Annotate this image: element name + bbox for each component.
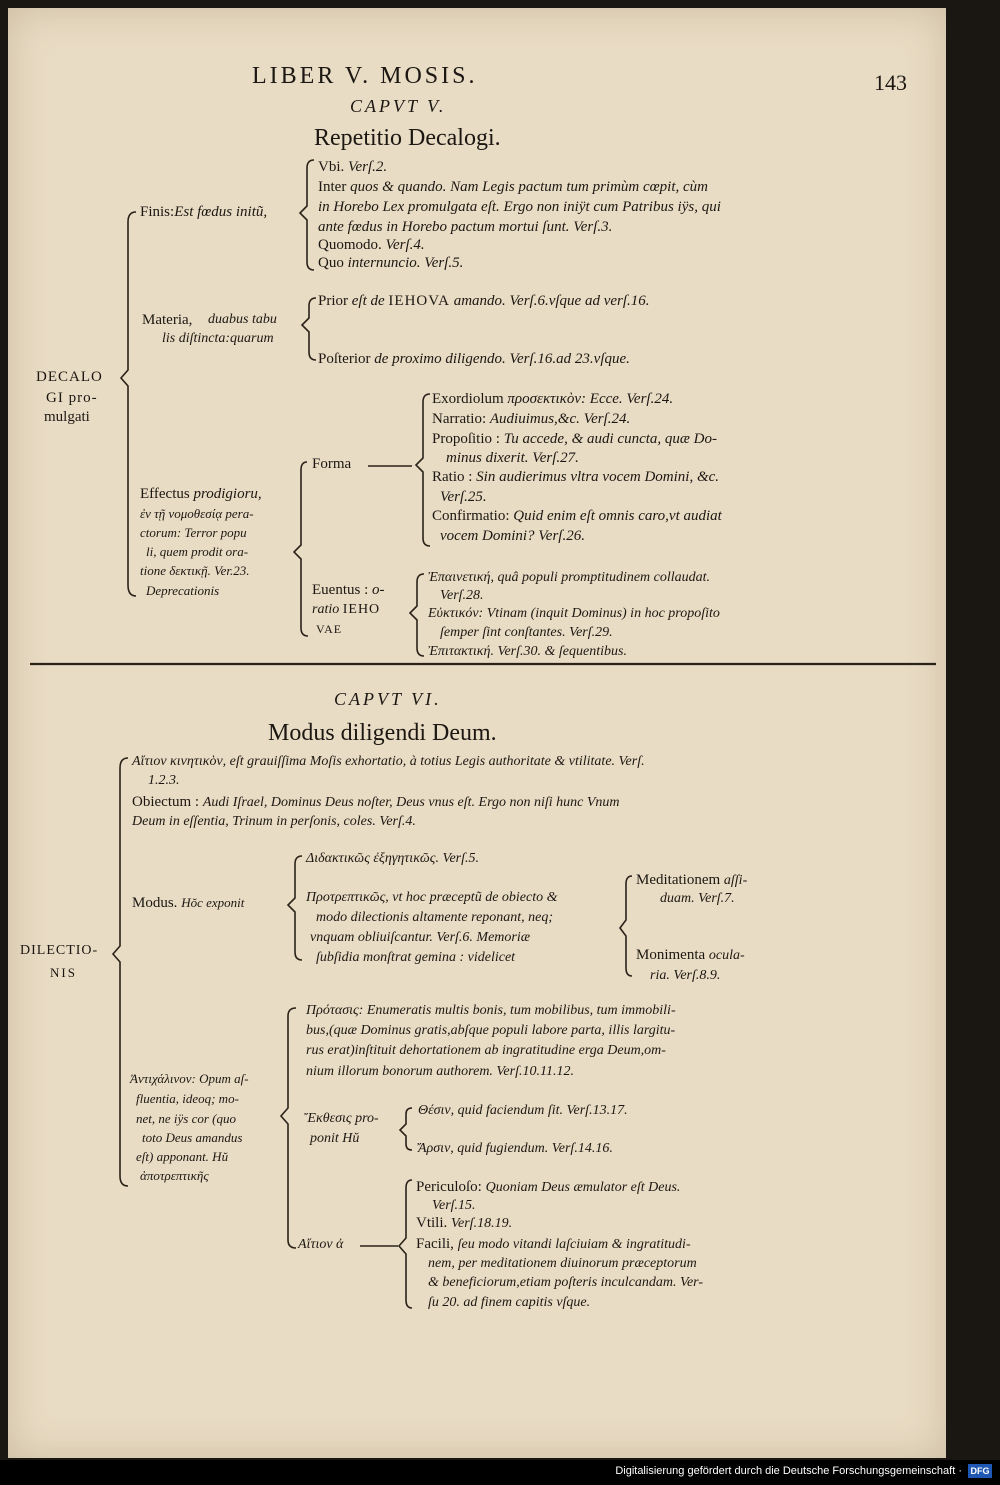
forma-item: vocem Domini? Verſ.26.	[440, 528, 585, 544]
modus-label: Modus. Hŏc exponit	[132, 895, 245, 911]
materia-label: Materia,	[142, 312, 193, 328]
obiectum: Obiectum : Audi Iſrael, Dominus Deus noſ…	[132, 794, 620, 810]
meditatio: Meditationem aſſi-	[636, 872, 748, 888]
root-label-line: DILECTIO-	[20, 943, 99, 958]
aition-item: Facili, ſeu modo vitandi laſciuiam & ing…	[416, 1236, 691, 1252]
finis-item: Inter quos & quando. Nam Legis pactum tu…	[318, 179, 708, 195]
aition-kinetikon: Αἴτιον κινητικὸν, eſt grauiſſima Moſis e…	[132, 754, 645, 769]
euentus-item: Verſ.28.	[440, 588, 484, 603]
root-label-line: DECALO	[36, 369, 103, 385]
chapter-heading: CAPVT V.	[350, 96, 447, 116]
effectus-label: Effectus prodigioru,	[140, 486, 262, 502]
ekthesis-item: Θέσιν, quid faciendum ſit. Verſ.13.17.	[418, 1103, 628, 1118]
modus-item: ſubſidia monſtrat gemina : videlicet	[316, 950, 516, 965]
finis-item: Quomodo. Verſ.4.	[318, 237, 425, 253]
effectus-label: ctorum: Terror popu	[140, 525, 247, 540]
materia-label: lis diſtincta:quarum	[162, 331, 274, 346]
forma-item: Verſ.25.	[440, 489, 487, 505]
modus-item: modo dilectionis altamente reponant, neq…	[316, 910, 554, 925]
monimenta: Monimenta ocula-	[636, 947, 745, 963]
protasis: Πρότασις: Enumeratis multis bonis, tum m…	[306, 1003, 676, 1018]
dfg-logo: DFG	[968, 1464, 992, 1478]
finis-item: Vbi. Verſ.2.	[318, 159, 388, 175]
protasis: bus,(quæ Dominus gratis,abſque populi la…	[306, 1023, 676, 1038]
forma-item: Ratio : Sin audierimus vltra vocem Domin…	[432, 469, 720, 485]
effectus-label: li, quem prodit ora-	[146, 544, 249, 559]
antichalinon-label: eſt) apponant. Hŭ	[136, 1149, 229, 1164]
euentus-item: Ἐπιτακτική. Verſ.30. & ſequentibus.	[428, 644, 627, 659]
meditatio: duam. Verſ.7.	[660, 891, 735, 906]
chapter-heading: CAPVT VI.	[334, 689, 442, 709]
root-label-line: mulgati	[44, 409, 90, 425]
antichalinon-label: Ἀντιχάλινον: Opum aſ-	[130, 1071, 249, 1086]
effectus-label: Deprecationis	[146, 583, 220, 598]
aition-item: Verſ.15.	[432, 1198, 476, 1213]
aition-item: ſu 20. ad finem capitis vſque.	[428, 1295, 591, 1310]
euentus-label: ratio IEHO	[312, 602, 381, 617]
finis-item: in Horebo Lex promulgata eſt. Ergo non i…	[318, 199, 721, 215]
aition-item: nem, per meditationem diuinorum præcepto…	[428, 1256, 697, 1271]
antichalinon-label: fluentia, ideoq; mo-	[136, 1091, 239, 1106]
chapter-title: Repetitio Decalogi.	[314, 125, 501, 151]
euentus-item: Ἐπαινετική, quâ populi promptitudinem co…	[428, 570, 711, 585]
ekthesis-label: ponit Hŭ	[310, 1131, 360, 1146]
materia-posterior: Poſterior de proximo diligendo. Verſ.16.…	[318, 351, 630, 367]
root-label-line: GI pro-	[46, 390, 98, 406]
antichalinon-label: net, ne iÿs cor (quo	[136, 1111, 237, 1126]
forma-item: Narratio: Audiuimus,&c. Verſ.24.	[432, 411, 631, 427]
page-number: 143	[874, 70, 907, 95]
ekthesis-item: Ἄρσιν, quid fugiendum. Verſ.14.16.	[418, 1141, 613, 1156]
aition-item: Vtili. Verſ.18.19.	[416, 1215, 513, 1231]
ekthesis-label: Ἔκθεσις pro-	[304, 1111, 379, 1126]
protasis: nium illorum bonorum authorem. Verſ.10.1…	[306, 1064, 574, 1079]
antichalinon-label: toto Deus amandus	[142, 1130, 243, 1145]
materia-label: duabus tabu	[208, 312, 277, 327]
euentus-label: Euentus : o-	[312, 582, 385, 598]
root-label-line: NIS	[50, 965, 77, 980]
euentus-item: ſemper ſint conſtantes. Verſ.29.	[440, 625, 613, 640]
aition-item: & beneficiorum,etiam poſteris inculcanda…	[428, 1275, 704, 1290]
modus-item: Διδακτικῶς ἐξηγητικῶς. Verſ.5.	[306, 851, 480, 866]
aition-label: Αἴτιον ἀ	[298, 1237, 344, 1252]
aition-item: Periculoſo: Quoniam Deus æmulator eſt De…	[416, 1179, 681, 1195]
modus-item: Προτρεπτικῶς, vt hoc præceptũ de obiecto…	[306, 890, 558, 905]
protasis: rus erat)inſtituit dehortationem ab ingr…	[306, 1043, 666, 1058]
finis-label: Finis:Est fœdus initũ,	[140, 204, 268, 220]
forma-label: Forma	[312, 456, 352, 472]
forma-item: minus dixerit. Verſ.27.	[446, 450, 579, 466]
footer-bar: Digitalisierung gefördert durch die Deut…	[0, 1460, 1000, 1485]
book-page	[8, 8, 946, 1458]
effectus-label: ἐν τῇ νομοθεσίᾳ pera-	[140, 506, 254, 521]
chapter-title: Modus diligendi Deum.	[268, 720, 497, 746]
aition-kinetikon: 1.2.3.	[148, 773, 180, 788]
forma-item: Exordiolum προσεκτικὸν: Ecce. Verſ.24.	[432, 391, 674, 407]
finis-item: Quo internuncio. Verſ.5.	[318, 255, 464, 271]
obiectum: Deum in eſſentia, Trinum in perſonis, co…	[132, 814, 416, 829]
effectus-label: tione δεκτικῇ. Ver.23.	[140, 563, 250, 578]
finis-item: ante fœdus in Horebo pactum mortui ſunt.…	[318, 219, 613, 235]
forma-item: Confirmatio: Quid enim eſt omnis caro,vt…	[432, 508, 722, 524]
euentus-item: Εὐκτικόν: Vtinam (inquit Dominus) in hoc…	[428, 606, 720, 621]
materia-prior: Prior eſt de IEHOVA amando. Verſ.6.vſque…	[318, 293, 650, 309]
footer-credit: Digitalisierung gefördert durch die Deut…	[615, 1465, 962, 1477]
forma-item: Propoſitio : Tu accede, & audi cuncta, q…	[432, 431, 717, 447]
modus-item: vnquam obliuiſcantur. Verſ.6. Memoriæ	[310, 930, 531, 945]
euentus-label: VAE	[316, 622, 343, 636]
antichalinon-label: ἀποτρεπτικῆς	[140, 1168, 209, 1183]
monimenta: ria. Verſ.8.9.	[650, 968, 721, 983]
running-head: LIBER V. MOSIS.	[252, 63, 478, 89]
